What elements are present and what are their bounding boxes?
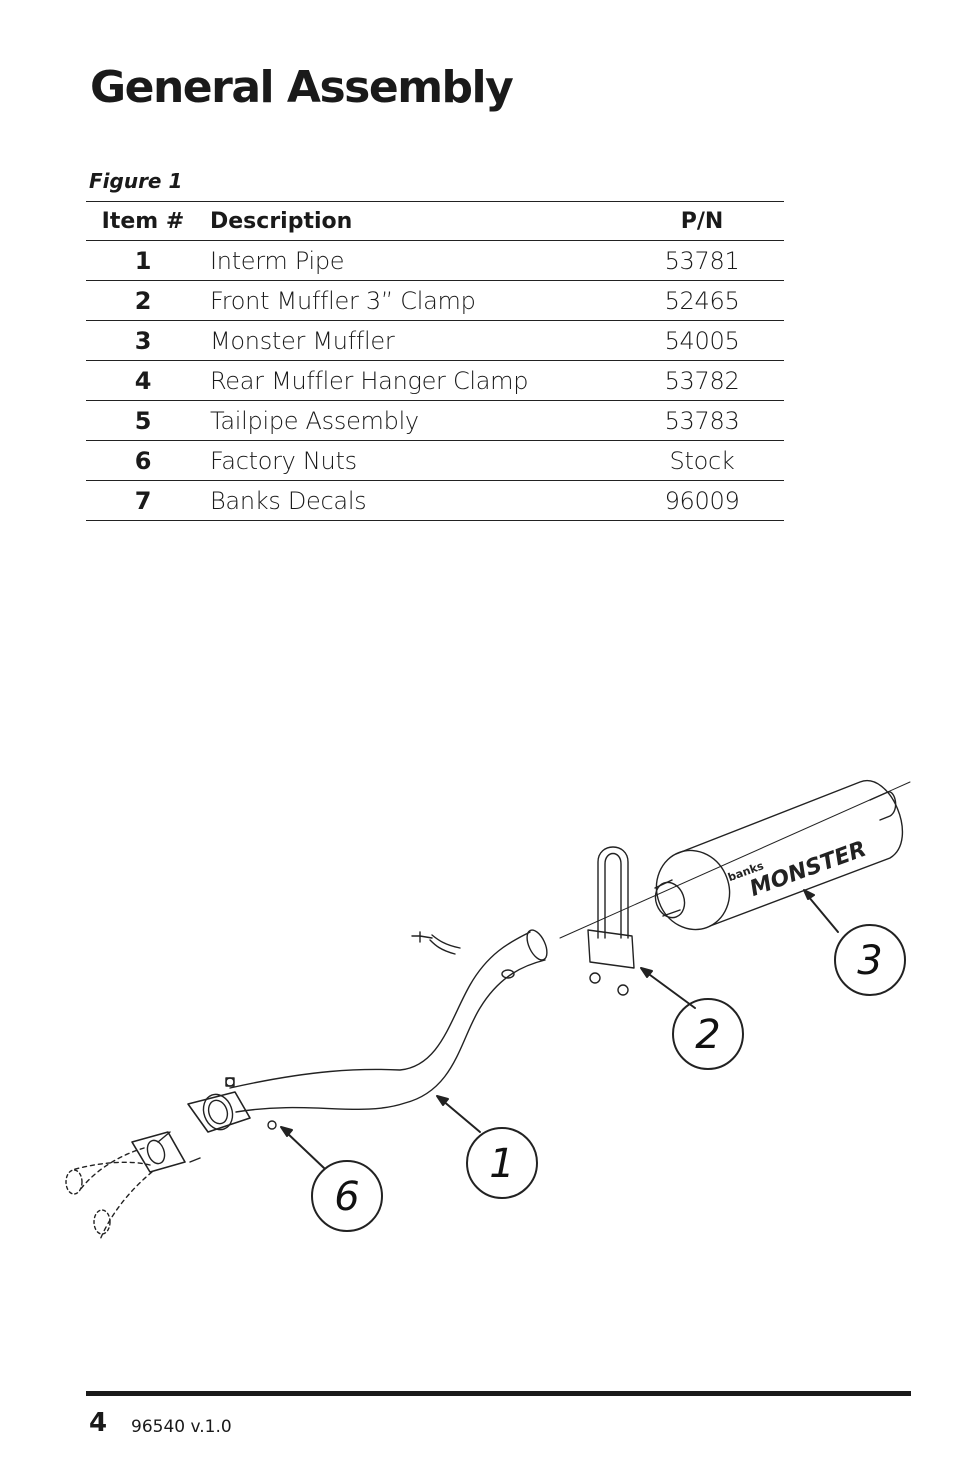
row-item: 1 (86, 240, 200, 281)
row-pn: 54005 (620, 320, 784, 361)
footer-rule (86, 1391, 911, 1396)
row-pn: 53783 (620, 400, 784, 441)
row-item: 4 (86, 360, 200, 401)
table-row: 4 Rear Muffler Hanger Clamp 53782 (86, 360, 784, 401)
table-row: 1 Interm Pipe 53781 (86, 240, 784, 281)
interm-pipe (229, 929, 548, 1113)
table-row: 6 Factory Nuts Stock (86, 440, 784, 481)
callout-1: 1 (489, 1141, 514, 1187)
row-description: Interm Pipe (200, 240, 620, 281)
callout-leaders (280, 889, 839, 1169)
callout-6: 6 (334, 1174, 359, 1220)
row-item: 2 (86, 280, 200, 321)
centerline (559, 781, 911, 939)
row-description: Rear Muffler Hanger Clamp (200, 360, 620, 401)
row-description: Factory Nuts (200, 440, 620, 481)
figure-label: Figure 1 (89, 169, 183, 193)
callout-circles (311, 924, 906, 1232)
row-pn: 53782 (620, 360, 784, 401)
row-item: 3 (86, 320, 200, 361)
row-pn: 96009 (620, 480, 784, 521)
row-description: Banks Decals (200, 480, 620, 521)
tail-flange (65, 1131, 201, 1241)
header-item: Item # (86, 201, 200, 241)
callout-3: 3 (857, 938, 882, 984)
exhaust-assembly-diagram: 3 2 1 6 banks MONSTER (65, 779, 911, 1241)
row-item: 5 (86, 400, 200, 441)
row-item: 7 (86, 480, 200, 521)
table-row: 2 Front Muffler 3” Clamp 52465 (86, 280, 784, 321)
row-pn: Stock (620, 440, 784, 481)
row-pn: 53781 (620, 240, 784, 281)
table-row: 3 Monster Muffler 54005 (86, 320, 784, 361)
muffler (654, 779, 903, 931)
page-number: 4 (89, 1408, 108, 1438)
parts-table: Item # Description P/N 1 Interm Pipe 537… (86, 201, 784, 521)
table-row: 5 Tailpipe Assembly 53783 (86, 400, 784, 441)
page-title: General Assembly (90, 62, 514, 113)
row-description: Monster Muffler (200, 320, 620, 361)
row-pn: 52465 (620, 280, 784, 321)
table-row: 7 Banks Decals 96009 (86, 480, 784, 521)
callout-2: 2 (695, 1012, 720, 1058)
table-header-row: Item # Description P/N (86, 201, 784, 241)
row-description: Front Muffler 3” Clamp (200, 280, 620, 321)
row-description: Tailpipe Assembly (200, 400, 620, 441)
header-description: Description (200, 201, 620, 241)
u-clamp (587, 846, 635, 996)
doc-version: 96540 v.1.0 (131, 1417, 232, 1437)
front-flange (187, 1077, 277, 1133)
header-pn: P/N (620, 201, 784, 241)
row-item: 6 (86, 440, 200, 481)
